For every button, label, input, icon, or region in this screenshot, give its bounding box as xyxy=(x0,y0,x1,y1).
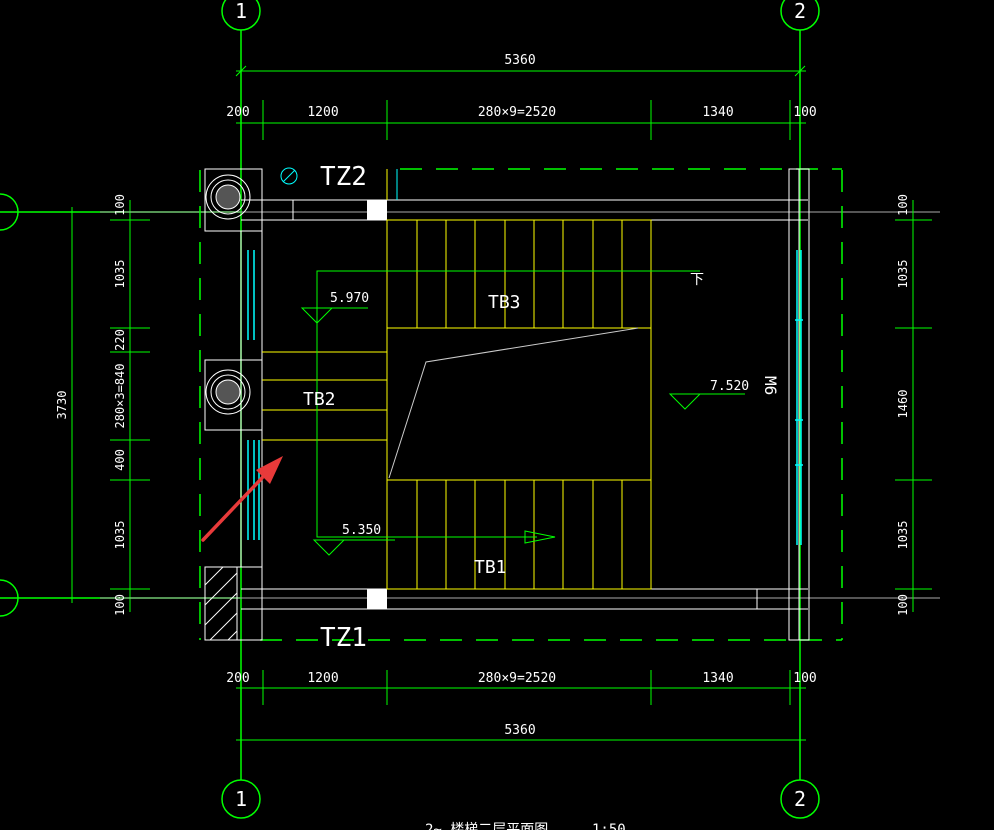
handrail xyxy=(388,327,639,479)
glass-lines xyxy=(247,250,803,545)
walls xyxy=(204,168,810,641)
axis-label-top-1: 1 xyxy=(235,0,247,23)
stair-label-tb2: TB2 xyxy=(303,389,336,410)
dim-bottom-total: 5360 xyxy=(504,723,535,738)
drawing-scale: 1:50 xyxy=(592,822,626,830)
stair-flights xyxy=(262,169,652,590)
dim-right-part: 100 xyxy=(896,194,910,216)
down-label: 下 xyxy=(690,272,704,288)
axis-bubble-bottom-2 xyxy=(780,779,820,819)
dim-left-part: 280×3=840 xyxy=(113,363,127,428)
dim-left-part: 220 xyxy=(113,329,127,351)
dim-right-part: 1460 xyxy=(896,390,910,419)
axis-bubbles xyxy=(0,0,820,819)
dimension-lines xyxy=(66,65,940,745)
dim-bottom-part: 280×9=2520 xyxy=(478,671,556,686)
axis-label-bottom-2: 2 xyxy=(794,787,806,811)
dim-top-part: 1200 xyxy=(307,105,338,120)
beam-label-tz2: TZ2 xyxy=(320,162,367,192)
axis-bubble-top-1 xyxy=(221,0,261,31)
dim-bottom-part: 100 xyxy=(793,671,816,686)
red-arrow xyxy=(201,456,283,542)
axis-bubble-top-2 xyxy=(780,0,820,31)
dim-left-total: 3730 xyxy=(55,391,69,420)
dim-right-part: 1035 xyxy=(896,260,910,289)
dim-left-part: 100 xyxy=(113,594,127,616)
axis-label-bottom-1: 1 xyxy=(235,787,247,811)
stair-label-tb3: TB3 xyxy=(488,292,521,313)
window-label-m6: M6 xyxy=(761,376,780,395)
dim-right-part: 100 xyxy=(896,594,910,616)
elevation-label: 7.520 xyxy=(710,379,749,394)
elevation-marks xyxy=(300,307,745,556)
dim-top-part: 100 xyxy=(793,105,816,120)
beam-label-tz1: TZ1 xyxy=(320,623,367,653)
dim-left-part: 100 xyxy=(113,194,127,216)
elevation-label: 5.350 xyxy=(342,523,381,538)
hatched-column xyxy=(204,566,238,641)
dim-bottom-part: 1200 xyxy=(307,671,338,686)
dim-right-part: 1035 xyxy=(896,521,910,550)
dim-bottom-part: 200 xyxy=(226,671,249,686)
dim-bottom-part: 1340 xyxy=(702,671,733,686)
dim-left-part: 1035 xyxy=(113,260,127,289)
dim-top-part: 1340 xyxy=(702,105,733,120)
opening-top xyxy=(367,200,387,220)
opening-bottom xyxy=(367,589,387,609)
walking-line xyxy=(316,270,700,544)
dim-top-total: 5360 xyxy=(504,53,535,68)
elevation-label: 5.970 xyxy=(330,291,369,306)
dim-top-part: 280×9=2520 xyxy=(478,105,556,120)
stair-label-tb1: TB1 xyxy=(474,557,507,578)
round-columns xyxy=(205,167,298,415)
dim-top-part: 200 xyxy=(226,105,249,120)
axis-bubble-bottom-1 xyxy=(221,779,261,819)
beam-outline xyxy=(199,168,843,641)
dim-left-part: 400 xyxy=(113,449,127,471)
dim-left-part: 1035 xyxy=(113,521,127,550)
drawing-title: 2~ 楼梯二层平面图 xyxy=(425,822,548,830)
axis-label-top-2: 2 xyxy=(794,0,806,23)
